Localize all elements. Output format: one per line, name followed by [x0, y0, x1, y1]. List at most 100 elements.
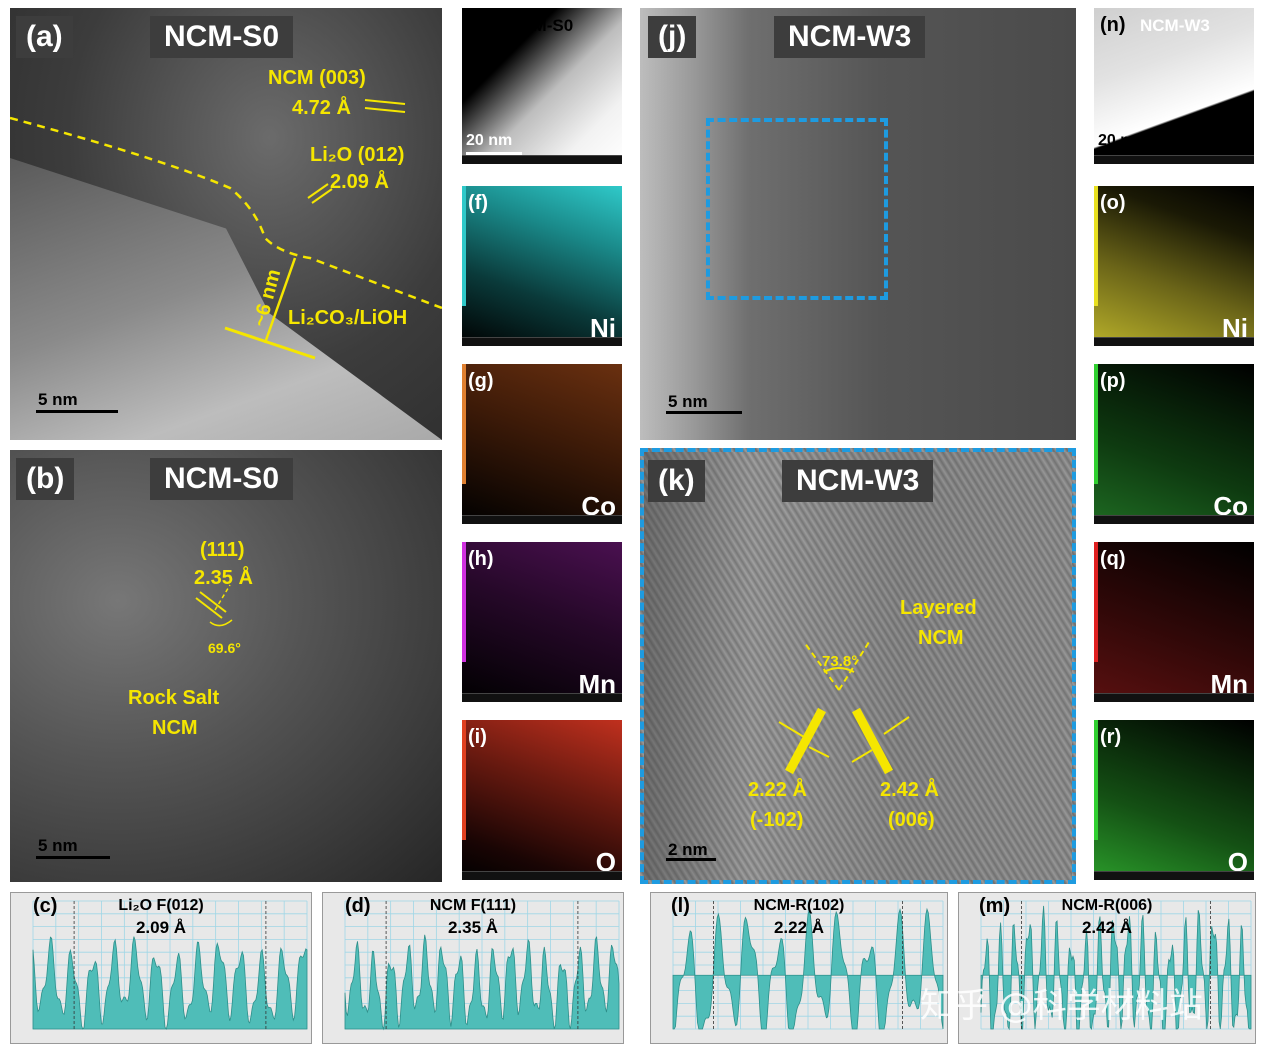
- panel-c-profile: [32, 900, 308, 1030]
- panel-k-tem-image: (k) NCM-W3 Layered NCM 73.8° 2.22 Å (-10…: [640, 448, 1076, 884]
- panel-m-label: (m): [979, 895, 1011, 917]
- panel-k-ann-layered: Layered: [900, 597, 977, 619]
- lattice-marker-012-b: [311, 188, 333, 204]
- panel-a-ann-li2o: Li₂O (012): [310, 144, 405, 166]
- panel-q-label: (q): [1100, 548, 1126, 570]
- panel-k-ann-222: 2.22 Å: [748, 779, 807, 801]
- panel-b-scale-bar: [36, 856, 110, 859]
- intensity-profile-area: [672, 907, 944, 1030]
- lattice-marker-111-a: [195, 597, 223, 619]
- panel-b-ann-111: (111): [200, 539, 245, 561]
- panel-e-footer: [462, 155, 622, 164]
- intensity-profile-area: [344, 934, 620, 1031]
- panel-j-scale-bar: [666, 411, 742, 414]
- intensity-profile-area: [980, 905, 1252, 1031]
- panel-a-overlay: [10, 99, 442, 360]
- panel-c-title2: 2.09 Å: [135, 918, 187, 937]
- panel-i-label: (i): [468, 726, 487, 748]
- panel-f-label: (f): [468, 192, 488, 214]
- panel-a-tem-image: (a) NCM-S0 NCM (003) 4.72 Å Li₂O (012) 2…: [10, 8, 442, 440]
- panel-c-label: (c): [33, 895, 58, 917]
- intensity-profile-area: [32, 936, 308, 1030]
- panel-n-scale-bar: [1098, 152, 1144, 155]
- lattice-marker-003-a: [364, 99, 406, 105]
- panel-e-scale-text: 20 nm: [466, 132, 513, 149]
- panel-k-label: (k): [648, 460, 705, 502]
- surface-line: [224, 326, 316, 360]
- panel-d-label: (d): [345, 895, 371, 917]
- panel-p-eds-co: (p) Co: [1094, 364, 1254, 524]
- panel-b-ann-ncm: NCM: [152, 717, 198, 739]
- fringe-band-102: [785, 707, 826, 775]
- angle-arc: [209, 619, 233, 627]
- panel-a-scale-bar: [36, 410, 118, 413]
- panel-c-title1: Li₂O F(012): [118, 897, 204, 914]
- panel-d-title2: 2.35 Å: [447, 918, 499, 937]
- panel-c-profile-plot: (c) Li₂O F(012) 2.09 Å: [10, 892, 312, 1044]
- panel-r-element: O: [1227, 847, 1248, 877]
- panel-e-scale-bar: [466, 152, 522, 155]
- panel-b-scale-text: 5 nm: [38, 836, 78, 855]
- panel-o-label: (o): [1100, 192, 1126, 214]
- panel-l-title1: NCM-R(102): [753, 897, 845, 914]
- panel-l-label: (l): [671, 895, 690, 917]
- panel-b-label: (b): [16, 458, 75, 500]
- panel-f-eds-ni: (f) Ni: [462, 186, 622, 346]
- lattice-marker-111-b: [199, 591, 227, 613]
- panel-a-ann-li2co3: Li₂CO₃/LiOH: [288, 307, 408, 329]
- panel-b-ann-235: 2.35 Å: [194, 567, 253, 589]
- panel-a-label: (a): [16, 16, 73, 58]
- panel-p-label: (p): [1100, 370, 1126, 392]
- panel-k-overlay: [778, 641, 910, 775]
- panel-k-ann-738: 73.8°: [822, 653, 858, 670]
- panel-a-ann-ncm003: NCM (003): [268, 67, 366, 89]
- panel-k-title: NCM-W3: [782, 460, 934, 502]
- interface-dashed-line: [10, 116, 442, 310]
- panel-l-title2: 2.22 Å: [773, 918, 825, 937]
- panel-a-scale-text: 5 nm: [38, 390, 78, 409]
- panel-m-profile: [980, 900, 1252, 1031]
- panel-l-profile-plot: (l) NCM-R(102) 2.22 Å: [650, 892, 948, 1044]
- lattice-marker-003-b: [364, 107, 406, 113]
- panel-d-profile-plot: (d) NCM F(111) 2.35 Å: [322, 892, 624, 1044]
- panel-n-scale-text: 20 nm: [1098, 132, 1145, 149]
- panel-r-label: (r): [1100, 726, 1122, 748]
- panel-i-eds-o: (i) O: [462, 720, 622, 880]
- lattice-marker-012-a: [307, 183, 329, 199]
- panel-q-eds-mn: (q) Mn: [1094, 542, 1254, 702]
- panel-g-eds-co: (g) Co: [462, 364, 622, 524]
- panel-k-ann-ncm: NCM: [918, 627, 964, 649]
- panel-n-title: NCM-W3: [1140, 16, 1210, 35]
- thickness-arrow: [263, 257, 297, 344]
- panel-a-ann-209: 2.09 Å: [330, 171, 389, 193]
- panel-b-title: NCM-S0: [150, 458, 294, 500]
- panel-b-ann-696: 69.6°: [208, 640, 241, 656]
- angle-arc: [823, 667, 855, 673]
- panel-m-title1: NCM-R(006): [1061, 897, 1153, 914]
- arrow-102-b: [808, 746, 830, 758]
- panel-l-profile: [672, 900, 944, 1030]
- panel-j-scale-text: 5 nm: [668, 392, 708, 411]
- panel-b-tem-image: (b) NCM-S0 (111) 2.35 Å 69.6° Rock Salt …: [10, 450, 442, 882]
- panel-a-ann-472: 4.72 Å: [292, 97, 351, 119]
- arrow-102-a: [778, 721, 805, 738]
- panel-r-eds-o: (r) O: [1094, 720, 1254, 880]
- panel-j-zoom-box: [706, 118, 888, 300]
- panel-h-label: (h): [468, 548, 494, 570]
- angle-line: [214, 584, 231, 611]
- panel-i-element: O: [595, 847, 616, 877]
- panel-n-label: (n): [1100, 14, 1126, 36]
- panel-e-haadf: (e) NCM-S0 20 nm: [462, 8, 622, 164]
- panel-b-overlay: [195, 584, 233, 627]
- panel-h-eds-mn: (h) Mn: [462, 542, 622, 702]
- panel-e-label: (e): [468, 14, 493, 36]
- panel-e-title: NCM-S0: [508, 16, 574, 35]
- panel-j-tem-image: (j) NCM-W3 5 nm: [640, 8, 1076, 440]
- panel-m-title2: 2.42 Å: [1081, 918, 1133, 937]
- panel-n-haadf: (n) NCM-W3 20 nm: [1094, 8, 1254, 164]
- watermark: 知乎 @科学材料站: [920, 986, 1203, 1026]
- panel-k-scale-text: 2 nm: [668, 840, 708, 859]
- fringe-band-006: [852, 707, 893, 775]
- panel-g-label: (g): [468, 370, 494, 392]
- panel-o-eds-ni: (o) Ni: [1094, 186, 1254, 346]
